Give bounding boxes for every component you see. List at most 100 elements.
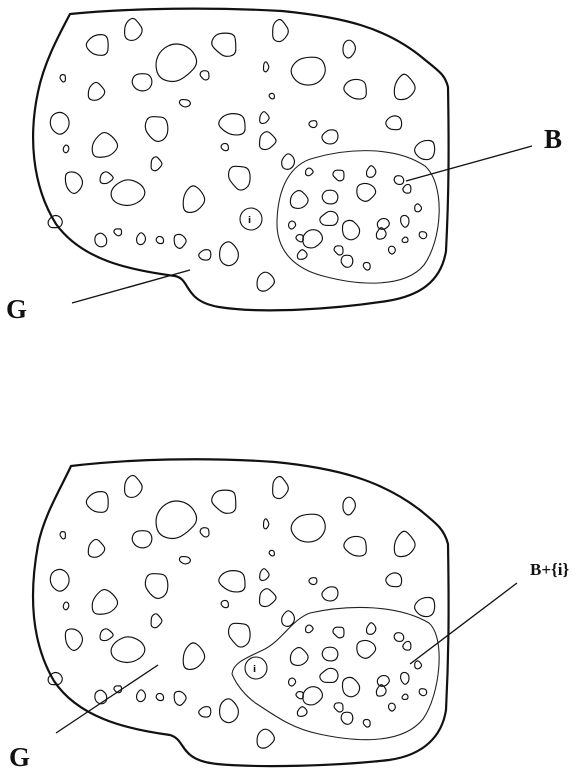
cell-outline	[377, 219, 389, 230]
cell-outline	[219, 571, 245, 592]
cell-outline	[303, 687, 323, 705]
cell-outline	[257, 272, 274, 291]
cell-outline	[156, 693, 163, 700]
cell-outline	[366, 623, 375, 635]
cell-outline	[114, 229, 122, 236]
cell-outline	[137, 233, 146, 245]
cell-outline	[269, 550, 274, 556]
cell-outline	[212, 33, 236, 56]
top-cells	[48, 18, 435, 291]
cell-outline	[50, 112, 69, 134]
cell-outline	[402, 237, 408, 242]
bottom-vertex-i-label: i	[253, 665, 256, 675]
cell-outline	[199, 707, 211, 717]
cell-outline	[334, 703, 343, 712]
cell-outline	[86, 492, 108, 513]
cell-outline	[303, 230, 323, 248]
cell-outline	[344, 536, 366, 556]
cell-outline	[92, 133, 117, 158]
cell-outline	[309, 121, 317, 128]
cell-outline	[60, 75, 65, 82]
cell-outline	[132, 74, 152, 91]
cell-outline	[151, 157, 162, 171]
cell-outline	[309, 578, 317, 585]
cell-outline	[290, 648, 308, 666]
cell-outline	[264, 519, 269, 529]
cell-outline	[403, 641, 411, 650]
cell-outline	[111, 180, 145, 206]
cell-outline	[377, 676, 389, 687]
cell-outline	[50, 569, 69, 591]
cell-outline	[297, 707, 307, 717]
cell-outline	[403, 184, 411, 193]
cell-outline	[200, 528, 209, 537]
cell-outline	[88, 82, 104, 100]
cell-outline	[296, 692, 303, 699]
cell-outline	[366, 166, 375, 178]
cell-outline	[156, 236, 163, 243]
cell-outline	[388, 703, 395, 711]
cell-outline	[289, 678, 296, 686]
cell-outline	[100, 629, 113, 641]
cell-outline	[415, 140, 435, 159]
cell-outline	[363, 262, 370, 270]
cell-outline	[394, 176, 404, 185]
cell-outline	[132, 531, 152, 548]
cell-outline	[111, 637, 145, 663]
bottom-label-g: G	[9, 742, 30, 769]
cell-outline	[65, 172, 82, 194]
cell-outline	[357, 640, 376, 658]
cell-outline	[156, 501, 197, 539]
cell-outline	[95, 690, 107, 704]
top-label-b: B	[544, 124, 562, 154]
top-label-g: G	[6, 294, 27, 324]
cell-outline	[415, 204, 422, 212]
cell-outline	[257, 729, 274, 748]
cell-outline	[415, 661, 422, 669]
cell-outline	[344, 79, 366, 99]
cell-outline	[394, 74, 415, 99]
cell-outline	[419, 689, 427, 696]
top-callout-g-line	[72, 270, 190, 303]
bottom-outer-region-outline	[33, 459, 449, 766]
cell-outline	[220, 242, 239, 266]
cell-outline	[291, 514, 325, 542]
top-vertex-i-label: i	[248, 216, 251, 226]
cell-outline	[322, 647, 338, 661]
cell-outline	[306, 625, 314, 633]
bottom-callout-b-plus-i-line	[410, 583, 517, 664]
cell-outline	[174, 691, 186, 705]
cell-outline	[322, 190, 338, 204]
cell-outline	[306, 168, 314, 176]
cell-outline	[219, 114, 245, 135]
cell-outline	[179, 557, 190, 564]
cell-outline	[296, 235, 303, 242]
cell-outline	[342, 677, 359, 696]
cell-outline	[357, 183, 376, 201]
cell-outline	[415, 597, 435, 616]
cell-outline	[145, 574, 168, 599]
cell-outline	[320, 668, 338, 682]
cell-outline	[394, 531, 415, 556]
cell-outline	[260, 569, 269, 581]
cell-outline	[269, 93, 274, 99]
cell-outline	[88, 539, 104, 557]
cell-outline	[183, 186, 204, 213]
cell-outline	[260, 589, 277, 607]
cell-outline	[333, 627, 344, 638]
top-outer-region-outline	[33, 9, 448, 311]
cell-outline	[343, 497, 355, 515]
cell-outline	[95, 233, 107, 247]
cell-outline	[282, 611, 295, 627]
cell-outline	[65, 629, 82, 651]
cell-outline	[125, 475, 143, 497]
bottom-figure: i B+{i} G	[9, 459, 569, 769]
cell-outline	[322, 130, 338, 144]
cell-outline	[212, 490, 236, 513]
cell-outline	[60, 532, 65, 539]
cell-outline	[273, 20, 289, 42]
cell-outline	[297, 250, 307, 260]
cell-outline	[137, 690, 146, 702]
